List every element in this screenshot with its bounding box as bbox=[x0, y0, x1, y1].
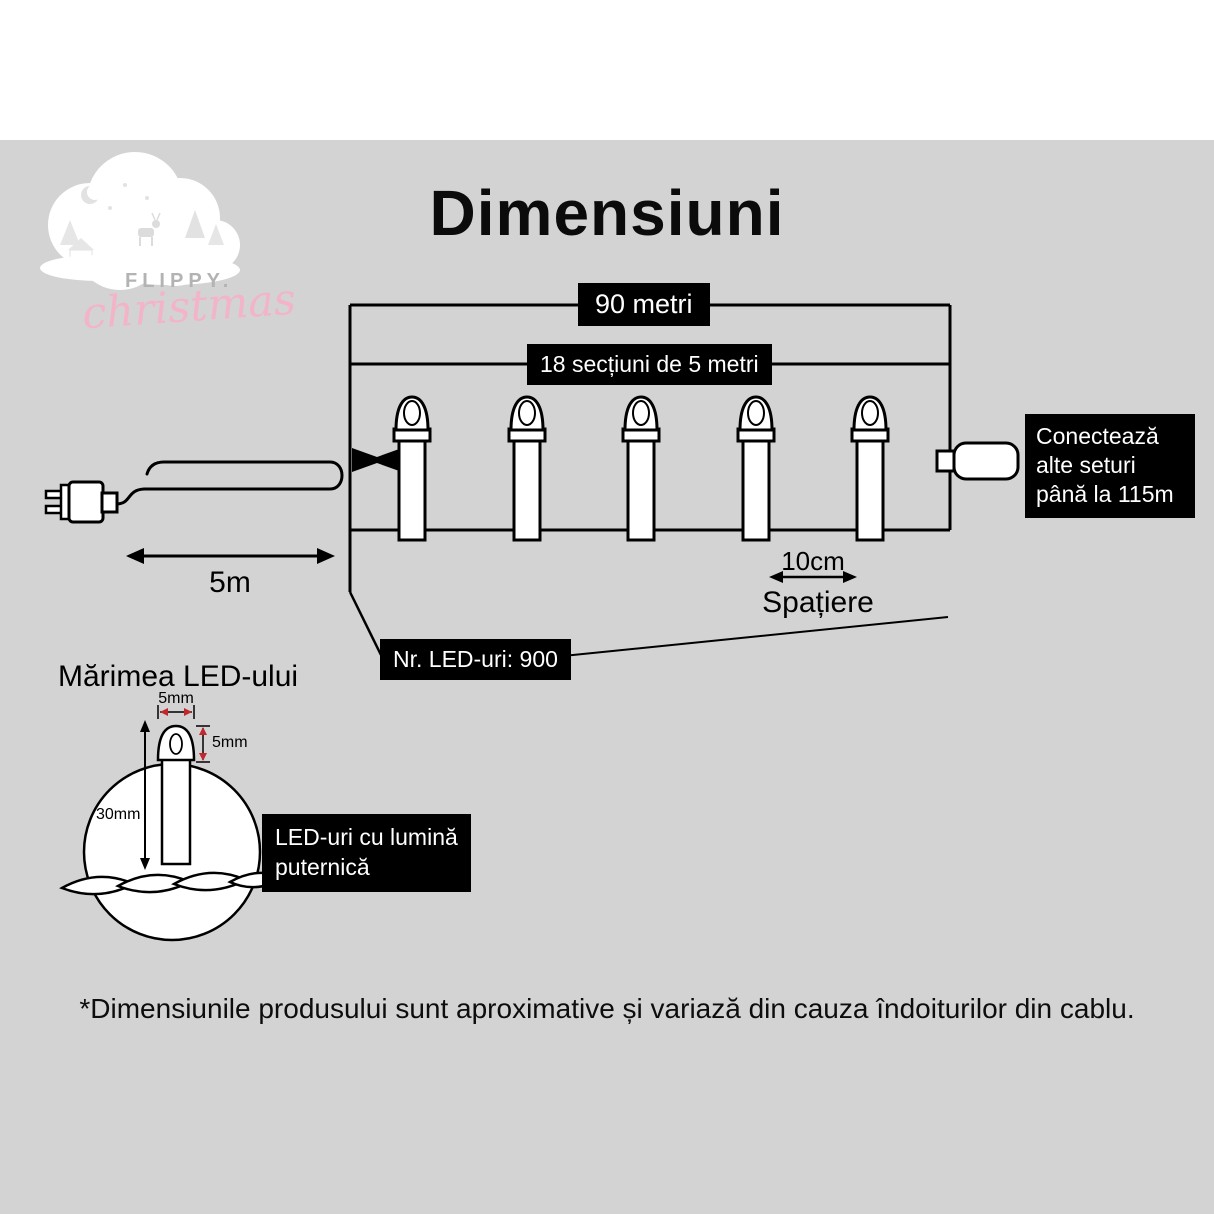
led-bulb-row bbox=[392, 395, 890, 542]
bright-led-callout: LED-uri cu lumină puternică bbox=[262, 814, 471, 892]
led-width-label: 5mm bbox=[158, 690, 194, 707]
led-count-pointer-line-right bbox=[562, 616, 949, 657]
tree-icon bbox=[208, 224, 224, 245]
total-length-label: 90 metri bbox=[578, 283, 710, 326]
deer-icon bbox=[138, 212, 161, 246]
led-bulb-large bbox=[156, 724, 196, 866]
winter-scene bbox=[40, 183, 240, 285]
height-5mm-arrow bbox=[196, 725, 210, 763]
led-bulb bbox=[621, 395, 661, 542]
led-bulb bbox=[850, 395, 890, 542]
tree-icon bbox=[185, 210, 205, 238]
led-height-label: 5mm bbox=[212, 734, 248, 751]
connect-extra-sets-label: Conectează alte seturi până la 115m bbox=[1025, 414, 1195, 518]
dimensions-disclaimer: *Dimensiunile produsului sunt aproximati… bbox=[79, 993, 1135, 1024]
star-icon bbox=[145, 196, 149, 200]
lead-length-arrow bbox=[126, 548, 335, 564]
led-size-detail bbox=[59, 705, 287, 942]
spacing-value-label: 10cm bbox=[781, 546, 845, 576]
width-5mm-arrow bbox=[157, 705, 195, 719]
led-count-label: Nr. LED-uri: 900 bbox=[380, 639, 571, 680]
page-title: Dimensiuni bbox=[429, 177, 785, 249]
spacing-label: Spațiere bbox=[762, 586, 874, 619]
logo-cloud-illustration bbox=[40, 152, 240, 290]
star-icon bbox=[108, 206, 112, 210]
lead-wire-loop bbox=[114, 460, 344, 506]
led-bulb bbox=[507, 395, 547, 542]
sections-label: 18 secțiuni de 5 metri bbox=[527, 344, 772, 385]
power-plug-icon bbox=[44, 480, 119, 524]
snow-mound bbox=[100, 255, 240, 285]
cable-joint-icon bbox=[352, 448, 402, 472]
top-white-band bbox=[0, 0, 1214, 140]
led-bulb bbox=[736, 395, 776, 542]
tree-icon bbox=[60, 220, 80, 245]
length-30mm-arrow bbox=[140, 720, 150, 870]
lead-length-label: 5m bbox=[209, 566, 251, 599]
led-count-pointer-line bbox=[348, 591, 383, 656]
spacing-arrow bbox=[769, 571, 857, 583]
extension-connector-icon bbox=[935, 441, 1020, 481]
star-icon bbox=[123, 183, 127, 187]
logo-flippy-text: FLIPPY. bbox=[125, 270, 234, 292]
led-bulb bbox=[392, 395, 432, 542]
led-size-heading: Mărimea LED-ului bbox=[58, 660, 299, 693]
led-length-label: 30mm bbox=[96, 806, 141, 823]
brand-logo: FLIPPY. christmas bbox=[30, 150, 297, 360]
